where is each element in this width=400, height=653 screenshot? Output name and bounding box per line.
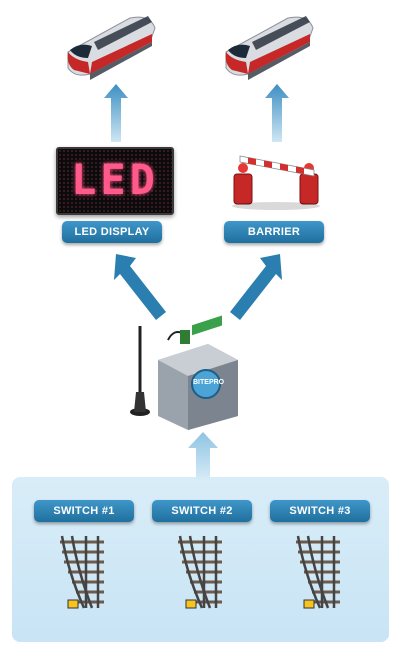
track-switch-icon — [296, 535, 340, 609]
arrow-diagonal-icon — [230, 254, 282, 320]
track-switch-icon — [60, 535, 104, 609]
led-display-screen: LED — [56, 147, 174, 215]
controller-brand-text: BITEPRO — [193, 379, 225, 386]
barrier-label: BARRIER — [224, 221, 324, 243]
controller-device-icon — [130, 315, 238, 430]
arrow-diagonal-icon — [114, 254, 166, 320]
train-right — [225, 16, 314, 80]
arrow-up-icon — [265, 84, 289, 142]
arrow-up-icon — [188, 432, 218, 480]
barrier-icon — [232, 155, 320, 210]
led-display-label: LED DISPLAY — [62, 221, 162, 243]
switch-1-label: SWITCH #1 — [34, 500, 134, 522]
track-switch-icon — [178, 535, 222, 609]
train-left — [67, 16, 156, 80]
led-display-text: LED — [71, 155, 159, 204]
switch-2-label: SWITCH #2 — [152, 500, 252, 522]
switch-3-label: SWITCH #3 — [270, 500, 370, 522]
arrow-up-icon — [104, 84, 128, 142]
